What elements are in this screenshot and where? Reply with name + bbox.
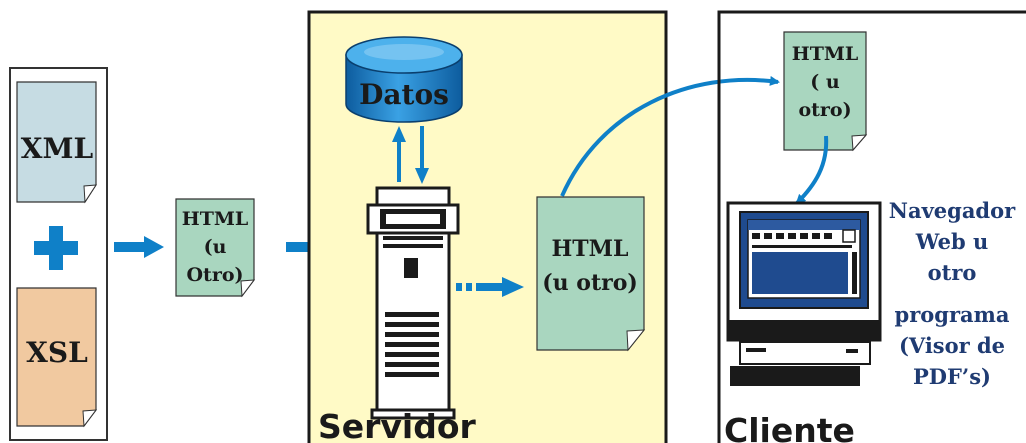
input-panel: XML XSL bbox=[9, 67, 108, 441]
transformed-html-document: HTML (u Otro) bbox=[175, 198, 256, 298]
browser-description: Navegador Web u otro programa (Visor de … bbox=[889, 198, 1016, 389]
client-panel: HTML ( u otro) bbox=[717, 10, 1026, 443]
arrow-to-browser bbox=[795, 135, 829, 205]
xml-document: XML bbox=[16, 81, 97, 204]
client-label: Cliente bbox=[724, 411, 855, 443]
server-tower-icon bbox=[366, 186, 460, 420]
xsl-document: XSL bbox=[16, 287, 98, 428]
computer-monitor-icon bbox=[726, 201, 882, 386]
server-label: Servidor bbox=[318, 407, 477, 443]
client-panel-frame bbox=[717, 10, 1026, 443]
browser-text-line2: Web u bbox=[915, 229, 989, 254]
client-doc-line3: otro) bbox=[798, 99, 851, 121]
xsl-label: XSL bbox=[26, 336, 88, 369]
arrow-to-output bbox=[456, 277, 524, 297]
client-html-document: HTML ( u otro) bbox=[783, 31, 868, 152]
mid-doc-line1: HTML bbox=[182, 208, 248, 230]
client-doc-line2: ( u bbox=[810, 71, 840, 93]
database-label: Datos bbox=[359, 78, 449, 111]
db-sync-arrows bbox=[392, 126, 429, 184]
xml-label: XML bbox=[21, 132, 94, 165]
arrow-to-transform bbox=[114, 236, 164, 258]
mid-doc-line2: (u bbox=[204, 236, 227, 258]
server-doc-line2: (u otro) bbox=[542, 270, 638, 296]
plus-icon bbox=[34, 226, 78, 270]
browser-text-line6: PDF’s) bbox=[913, 364, 991, 389]
browser-text-line1: Navegador bbox=[889, 198, 1016, 223]
mid-doc-line3: Otro) bbox=[187, 264, 244, 286]
browser-text-line3: otro bbox=[928, 260, 977, 285]
arrow-to-client bbox=[560, 75, 780, 197]
browser-text-line4: programa bbox=[895, 302, 1010, 327]
database-icon: Datos bbox=[345, 36, 463, 123]
server-output-document: HTML (u otro) bbox=[536, 196, 646, 352]
browser-text-line5: (Visor de bbox=[899, 333, 1005, 358]
server-panel: Datos bbox=[307, 10, 668, 443]
client-doc-line1: HTML bbox=[792, 43, 858, 65]
server-doc-line1: HTML bbox=[552, 236, 629, 262]
